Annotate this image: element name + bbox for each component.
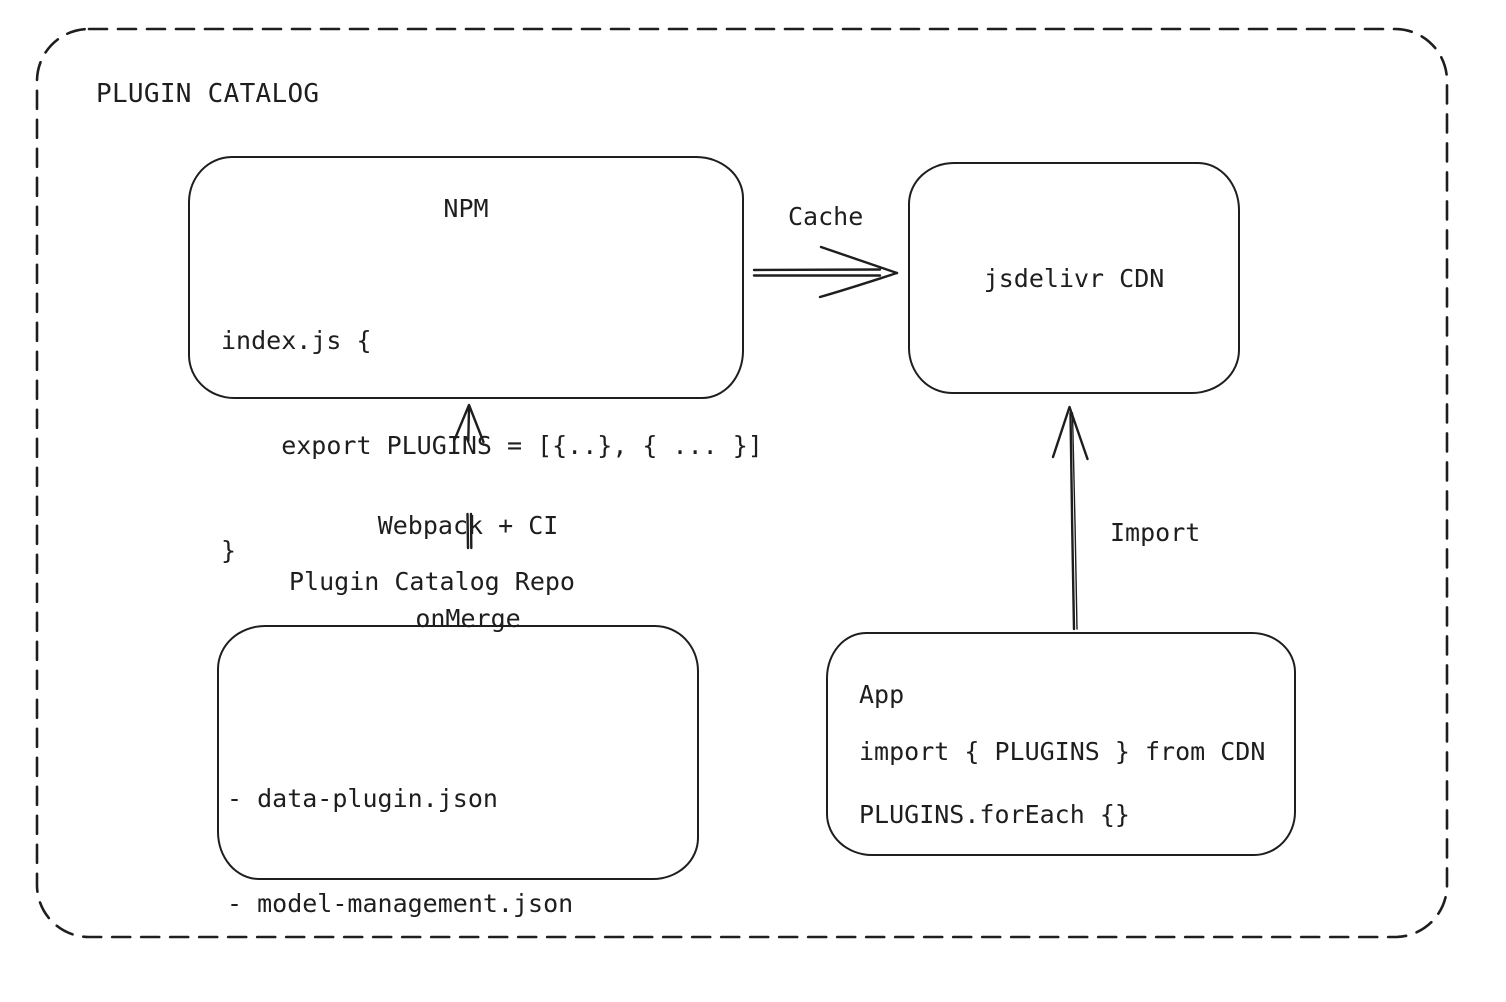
import-edge-label: Import (1110, 518, 1201, 547)
repo-file-item: - data-plugin.json (227, 784, 498, 813)
cdn-node-label: jsdelivr CDN (983, 263, 1165, 293)
repo-file-list: - data-plugin.json - model-management.js… (219, 711, 697, 1002)
cache-arrow-line-top (752, 268, 882, 272)
cache-edge-label: Cache (788, 202, 864, 231)
build-edge-label-line: onMerge (415, 604, 521, 633)
repo-file-item: ... (227, 991, 697, 1002)
app-node: App import { PLUGINS } from CDN PLUGINS.… (826, 632, 1296, 856)
npm-node: NPM index.js { export PLUGINS = [{..}, {… (188, 156, 763, 565)
cdn-node: jsdelivr CDN (908, 162, 1240, 394)
cache-arrowhead-lower (818, 271, 899, 299)
diagram-title: PLUGIN CATALOG (96, 79, 320, 109)
import-arrow-shaft (1069, 411, 1076, 631)
npm-code-block: index.js { export PLUGINS = [{..}, { ...… (190, 253, 763, 638)
import-arrow (1051, 405, 1089, 631)
app-node-title: App (859, 680, 905, 709)
build-edge-label-line: Webpack + CI (377, 511, 559, 540)
app-code-line: import { PLUGINS } from CDN (859, 737, 1266, 766)
npm-code-line: index.js { (221, 326, 372, 355)
build-edge-label: Webpack + CI onMerge (348, 448, 588, 696)
import-arrow-shaft-2 (1071, 412, 1078, 630)
repo-node-label: Plugin Catalog Repo (289, 567, 575, 596)
npm-node-title: NPM (443, 194, 489, 223)
cache-arrowhead-upper (819, 245, 899, 275)
repo-node: - data-plugin.json - model-management.js… (217, 625, 699, 1002)
npm-code-line: } (221, 536, 237, 565)
import-arrowhead (1051, 405, 1089, 461)
npm-code-line: export PLUGINS = [{..}, { ... }] (221, 431, 763, 460)
app-code-line: PLUGINS.forEach {} (859, 800, 1130, 829)
cache-arrow (752, 245, 899, 299)
repo-file-item: - model-management.json (227, 889, 574, 918)
